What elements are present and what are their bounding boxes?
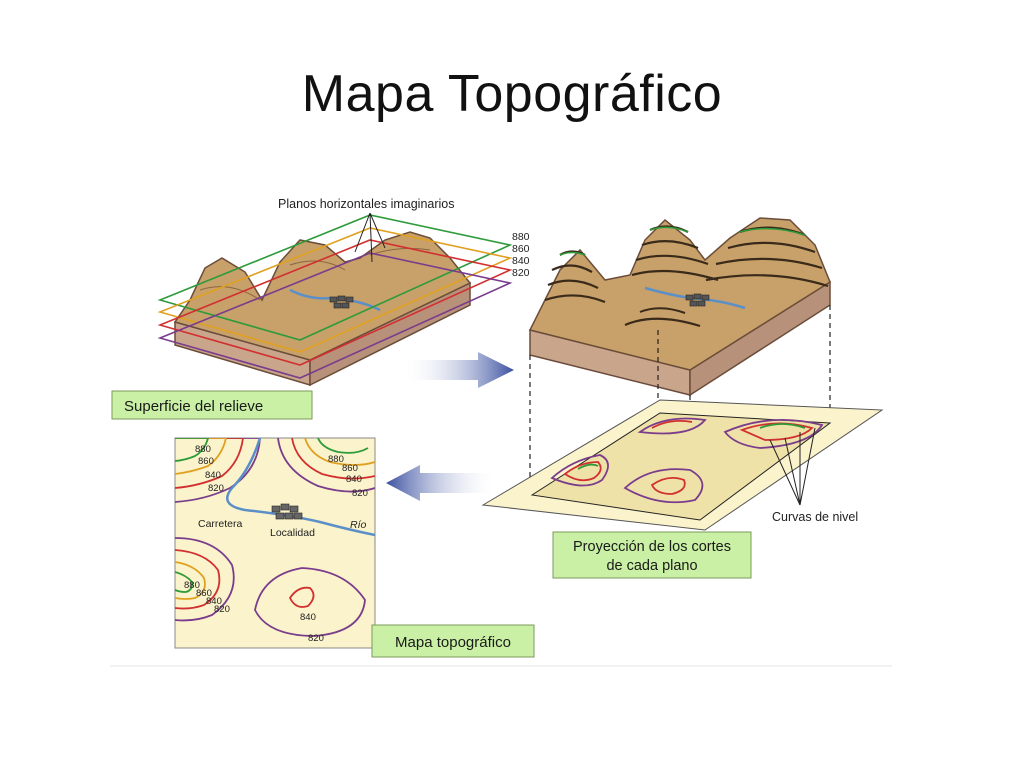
svg-text:860: 860 [342, 463, 358, 474]
svg-text:840: 840 [205, 470, 221, 481]
svg-text:880: 880 [195, 444, 211, 455]
slide-title: Mapa Topográfico [301, 65, 723, 123]
svg-text:820: 820 [214, 604, 230, 615]
town-label: Localidad [270, 527, 315, 539]
caption-relief: Superficie del relieve [111, 390, 313, 420]
road-label: Carretera [198, 518, 243, 530]
arrow-left-icon [386, 465, 498, 501]
relief-block-left: Planos horizontales imaginarios 880 860 … [157, 197, 530, 387]
caption-relief-text: Superficie del relieve [124, 398, 263, 415]
svg-text:860: 860 [196, 588, 212, 599]
town-icon [329, 295, 354, 309]
caption-projection-line2: de cada plano [606, 558, 697, 574]
relief-block-right [528, 217, 831, 397]
level-880: 880 [512, 231, 530, 243]
svg-text:860: 860 [198, 456, 214, 467]
svg-text:880: 880 [184, 580, 200, 591]
caption-projection-line1: Proyección de los cortes [573, 539, 731, 555]
arrow-right-icon [402, 352, 514, 388]
topographic-map: Carretera Localidad Río 880 860 840 820 … [174, 437, 376, 649]
svg-text:840: 840 [206, 596, 222, 607]
projection-plane: Curvas de nivel [481, 399, 884, 531]
caption-projection: Proyección de los cortes de cada plano [552, 531, 752, 579]
caption-map-text: Mapa topográfico [395, 634, 511, 651]
planes-annotation: Planos horizontales imaginarios [278, 197, 454, 211]
river-label: Río [350, 519, 367, 531]
level-860: 860 [512, 243, 530, 255]
imaginary-planes [157, 214, 513, 379]
contour-annotation: Curvas de nivel [772, 510, 858, 524]
svg-text:820: 820 [352, 488, 368, 499]
svg-text:880: 880 [328, 454, 344, 465]
svg-text:820: 820 [308, 633, 324, 644]
svg-text:840: 840 [346, 474, 362, 485]
svg-text:840: 840 [300, 612, 316, 623]
caption-map: Mapa topográfico [371, 624, 535, 658]
svg-text:820: 820 [208, 483, 224, 494]
level-840: 840 [512, 255, 530, 267]
town-map-icon [271, 503, 303, 520]
level-820: 820 [512, 267, 530, 279]
